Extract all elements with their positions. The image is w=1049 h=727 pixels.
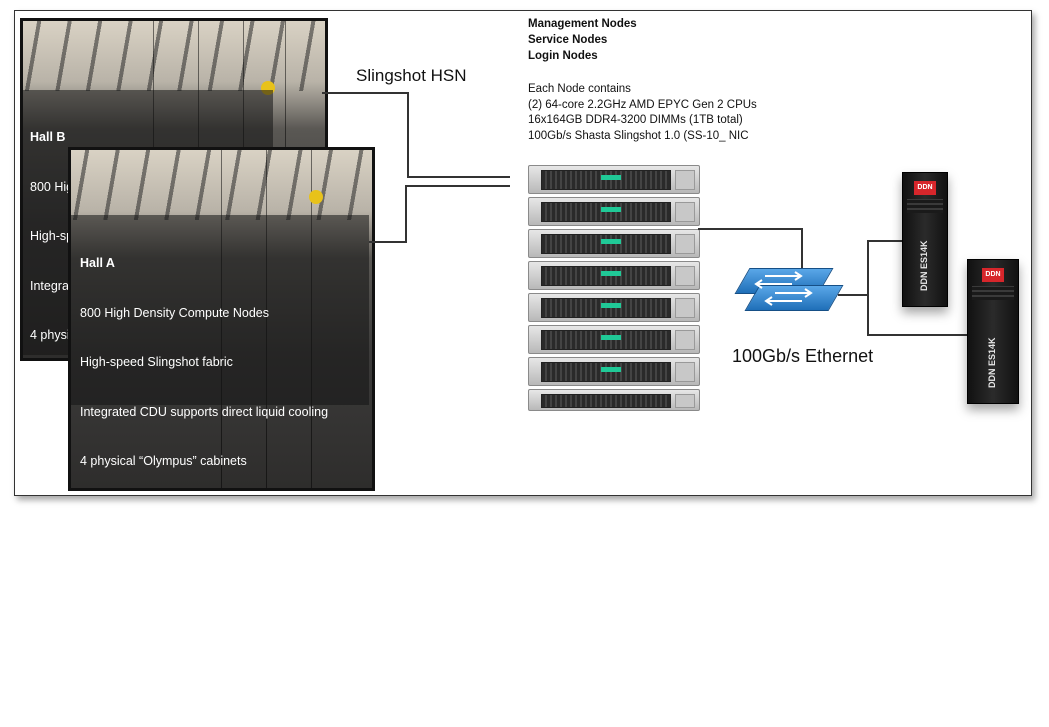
hall-a-link-h2 [405, 185, 510, 187]
server-switch-link-v [801, 228, 803, 273]
storage-link-1 [867, 240, 902, 242]
ddn-model-label: DDN ES14K [987, 337, 997, 388]
server-unit [528, 261, 700, 290]
slingshot-hsn-label: Slingshot HSN [356, 66, 467, 85]
node-types-list: Management Nodes Service Nodes Login Nod… [528, 16, 637, 64]
hall-b-title: Hall B [30, 130, 66, 144]
switch-arrows-icon [754, 271, 813, 306]
server-unit [528, 197, 700, 226]
ethernet-label: 100Gb/s Ethernet [732, 346, 874, 366]
hall-b-link-h2 [407, 176, 510, 178]
server-switch-link-h1 [698, 228, 802, 230]
hall-b-link-h1 [322, 92, 408, 94]
node-info: Each Node contains (2) 64-core 2.2GHz AM… [528, 83, 757, 142]
server-unit [528, 389, 700, 411]
hall-a-text-box [71, 215, 369, 405]
node-info-heading: Each Node contains [528, 83, 631, 95]
ddn-logo: DDN [982, 268, 1004, 282]
ddn-storage-unit-1: DDN DDN ES14K [902, 172, 948, 307]
server-unit [528, 293, 700, 322]
ddn-model-label: DDN ES14K [919, 240, 929, 291]
server-unit [528, 325, 700, 354]
service-nodes-label: Service Nodes [528, 34, 608, 46]
hall-a-description: Hall A 800 High Density Compute Nodes Hi… [80, 256, 329, 709]
ddn-storage-unit-2: DDN DDN ES14K [967, 259, 1019, 404]
server-unit [528, 357, 700, 386]
hall-a-title: Hall A [80, 256, 115, 270]
server-unit [528, 229, 700, 258]
hall-a-link-v [405, 185, 407, 243]
management-nodes-label: Management Nodes [528, 18, 637, 30]
hall-b-link-v [407, 92, 409, 178]
ddn-logo: DDN [914, 181, 936, 195]
switch-storage-link-h [838, 294, 868, 296]
hall-a-link-h1 [369, 241, 407, 243]
switch-storage-link-v [867, 240, 869, 336]
storage-link-2 [867, 334, 967, 336]
login-nodes-label: Login Nodes [528, 50, 598, 62]
server-unit [528, 165, 700, 194]
